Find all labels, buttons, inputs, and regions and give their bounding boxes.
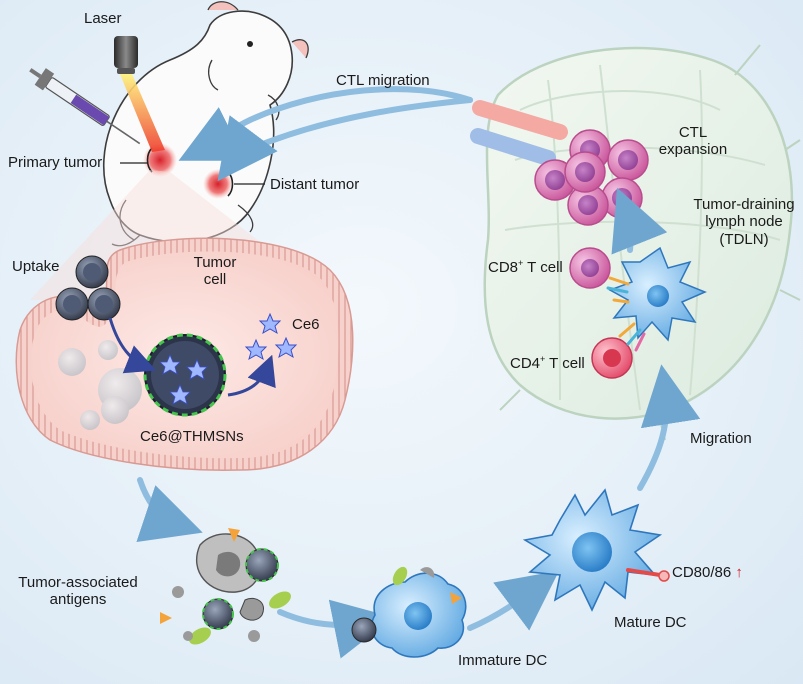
release-arrow [227, 354, 276, 397]
cd8-label: CD8+ T cell [488, 258, 563, 276]
distant-tumor-label: Distant tumor [270, 176, 360, 193]
tdln-line2: lymph node [705, 213, 783, 231]
up-arrow-icon: ↑ [735, 564, 743, 581]
laser-device [114, 36, 165, 152]
ctl-expansion-label: CTL expansion [648, 124, 738, 159]
cd4-label: CD4+ T cell [510, 354, 585, 372]
cd4-sup: + [540, 354, 546, 364]
cd80-86-label: CD80/86 ↑ [672, 564, 743, 581]
taa-label: Tumor-associated antigens [4, 574, 152, 609]
cd80-86-text: CD80/86 [672, 564, 732, 581]
cd4-main: CD4 [510, 355, 541, 372]
cd8-main: CD8 [488, 259, 519, 276]
immature-dc [351, 566, 467, 658]
tumor-cell-line1: Tumor [193, 254, 237, 271]
primary-tumor-spot [143, 143, 177, 177]
tdln-line1: Tumor-draining [693, 196, 795, 213]
cd4-t-cell [591, 337, 633, 379]
ce6-thmsns-particle [143, 333, 227, 417]
tdln-label: Tumor-draining lymph node (TDLN) [686, 196, 802, 248]
tumor-cell-label: Tumor cell [180, 254, 250, 289]
tumor-antigens [160, 528, 291, 645]
ce6-label: Ce6 [292, 316, 320, 333]
primary-tumor-bracket [146, 147, 153, 173]
mature-dc-label: Mature DC [614, 614, 687, 631]
laser-label: Laser [84, 10, 122, 27]
uptake-nanoparticles [55, 255, 121, 321]
flow-arrows [136, 86, 701, 659]
taa-line2: antigens [49, 591, 107, 609]
immature-dc-label: Immature DC [458, 652, 548, 669]
blood-vessels [470, 100, 568, 166]
cd8-t-cell [569, 247, 611, 289]
ce6-molecules [244, 312, 298, 361]
tdln-line3: (TDLN) [719, 230, 769, 248]
cd8-sup: + [518, 258, 524, 268]
migration-label: Migration [690, 430, 752, 447]
uptake-arrow [108, 317, 157, 374]
uptake-label: Uptake [12, 258, 60, 275]
faded-nanoparticles [58, 340, 142, 430]
mature-dc [522, 488, 670, 612]
tumor-cell-line2: cell [203, 271, 227, 289]
taa-line1: Tumor-associated [18, 574, 138, 591]
ctl-expansion-line1: CTL [678, 124, 708, 141]
syringe [29, 68, 141, 145]
ctl-migration-label: CTL migration [336, 72, 430, 89]
cd8-rest: T cell [523, 259, 563, 276]
ce6-thmsns-label: Ce6@THMSNs [140, 428, 244, 445]
ctl-expansion-line2: expansion [658, 141, 728, 159]
lymph-node-dc [606, 246, 707, 352]
cd4-rest: T cell [545, 355, 585, 372]
primary-tumor-label: Primary tumor [8, 154, 103, 171]
